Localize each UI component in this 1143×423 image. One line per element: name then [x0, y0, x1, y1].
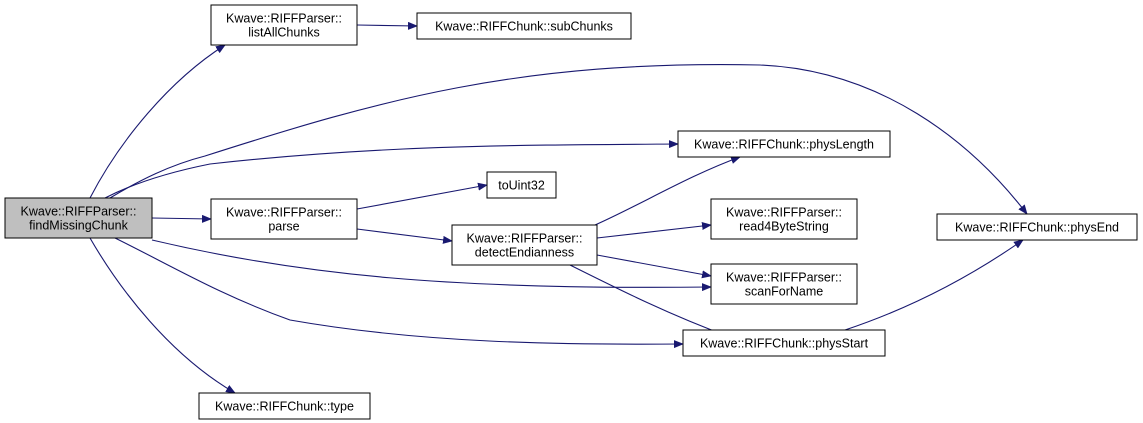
edge-detectEndianness-to-physStart: [569, 264, 731, 338]
edge-findMissingChunk-to-physEnd: [109, 64, 1028, 215]
node-label-line: Kwave::RIFFChunk::physLength: [694, 138, 874, 152]
node-label-line: Kwave::RIFFParser::: [467, 232, 583, 246]
node-label-line: Kwave::RIFFParser::: [726, 206, 842, 220]
node-label-line: findMissingChunk: [29, 219, 128, 233]
node-label-line: Kwave::RIFFParser::: [726, 271, 842, 285]
edge-parse-to-detectEndianness: [356, 228, 453, 244]
edge-line: [89, 237, 236, 394]
edge-detectEndianness-to-read4ByteString: [596, 222, 712, 239]
edge-parse-to-toUint32: [356, 182, 488, 210]
node-label-line: detectEndianness: [475, 246, 574, 260]
node-box[interactable]: [682, 329, 886, 357]
edge-line: [356, 182, 488, 210]
node-label-line: parse: [268, 220, 299, 234]
node-label-line: Kwave::RIFFChunk::physEnd: [955, 221, 1119, 235]
edge-line: [596, 222, 712, 239]
node-box[interactable]: [677, 130, 891, 158]
edge-line: [594, 156, 741, 226]
node-box[interactable]: [936, 213, 1138, 241]
edge-findMissingChunk-to-physLength: [104, 140, 679, 199]
edge-findMissingChunk-to-listAllChunks: [89, 44, 226, 199]
node-label-line: Kwave::RIFFChunk::physStart: [700, 337, 869, 351]
node-toUint32[interactable]: toUint32: [486, 171, 557, 199]
edge-physStart-to-physEnd: [844, 239, 1024, 331]
node-type[interactable]: Kwave::RIFFChunk::type: [198, 392, 371, 420]
node-box[interactable]: [210, 198, 358, 240]
node-label-line: Kwave::RIFFParser::: [21, 205, 137, 219]
node-physLength[interactable]: Kwave::RIFFChunk::physLength: [677, 130, 891, 158]
node-listAllChunks[interactable]: Kwave::RIFFParser::listAllChunks: [210, 4, 358, 46]
edge-line: [356, 21, 418, 30]
node-read4ByteString[interactable]: Kwave::RIFFParser::read4ByteString: [710, 198, 858, 240]
edge-line: [151, 239, 712, 292]
node-box[interactable]: [710, 198, 858, 240]
node-label-line: listAllChunks: [248, 26, 320, 40]
edge-line: [596, 254, 712, 279]
edge-findMissingChunk-to-scanForName: [151, 239, 712, 292]
edge-line: [109, 64, 1028, 215]
node-label-line: Kwave::RIFFParser::: [226, 12, 342, 26]
node-box[interactable]: [416, 12, 632, 40]
node-scanForName[interactable]: Kwave::RIFFParser::scanForName: [710, 263, 858, 305]
node-label-line: Kwave::RIFFChunk::type: [215, 400, 354, 414]
edge-line: [89, 44, 226, 199]
edge-line: [569, 264, 731, 338]
edge-line: [151, 214, 212, 223]
edge-findMissingChunk-to-physStart: [114, 237, 684, 349]
nodes-layer: Kwave::RIFFParser::findMissingChunkKwave…: [4, 4, 1138, 420]
node-physStart[interactable]: Kwave::RIFFChunk::physStart: [682, 329, 886, 357]
node-label-line: scanForName: [745, 285, 824, 299]
edge-findMissingChunk-to-parse: [151, 214, 212, 223]
node-findMissingChunk[interactable]: Kwave::RIFFParser::findMissingChunk: [4, 197, 153, 239]
node-box[interactable]: [486, 171, 557, 199]
node-subChunks[interactable]: Kwave::RIFFChunk::subChunks: [416, 12, 632, 40]
node-label-line: read4ByteString: [739, 220, 829, 234]
edge-detectEndianness-to-physLength: [594, 156, 741, 226]
edge-line: [356, 228, 453, 244]
edge-line: [844, 239, 1024, 331]
node-label-line: toUint32: [498, 179, 545, 193]
node-box[interactable]: [451, 224, 598, 266]
node-label-line: Kwave::RIFFChunk::subChunks: [435, 20, 613, 34]
node-box[interactable]: [710, 263, 858, 305]
edge-listAllChunks-to-subChunks: [356, 21, 418, 30]
node-parse[interactable]: Kwave::RIFFParser::parse: [210, 198, 358, 240]
node-physEnd[interactable]: Kwave::RIFFChunk::physEnd: [936, 213, 1138, 241]
node-detectEndianness[interactable]: Kwave::RIFFParser::detectEndianness: [451, 224, 598, 266]
node-label-line: Kwave::RIFFParser::: [226, 206, 342, 220]
edges-layer: [89, 21, 1028, 394]
edge-findMissingChunk-to-type: [89, 237, 236, 394]
edge-line: [104, 140, 679, 199]
edge-detectEndianness-to-scanForName: [596, 254, 712, 279]
node-box[interactable]: [4, 197, 153, 239]
node-box[interactable]: [210, 4, 358, 46]
node-box[interactable]: [198, 392, 371, 420]
edge-line: [114, 237, 684, 349]
